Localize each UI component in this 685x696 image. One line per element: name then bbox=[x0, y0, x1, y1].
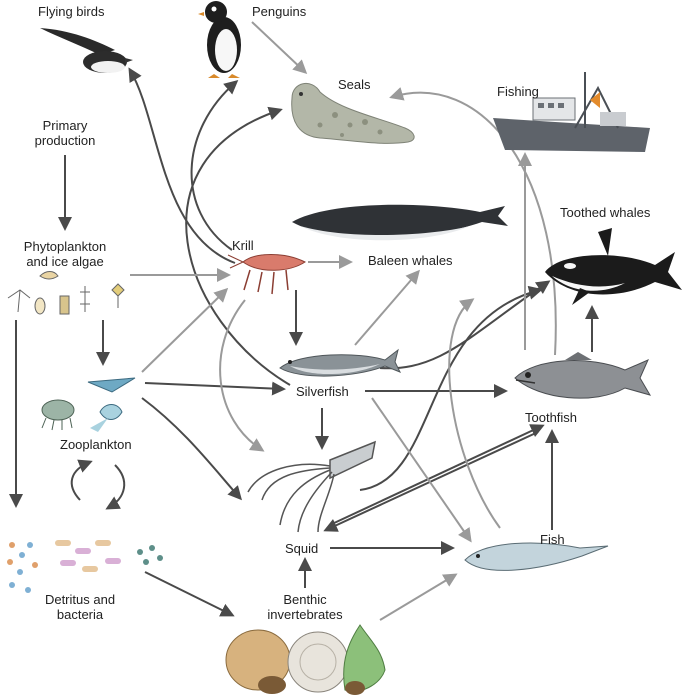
arrow-squid-to-toothfish bbox=[331, 424, 545, 525]
label-benthic-line2: invertebrates bbox=[267, 607, 343, 622]
label-squid: Squid bbox=[285, 541, 319, 556]
label-fish: Fish bbox=[540, 532, 565, 547]
arrow-krill-to-flying-birds bbox=[128, 67, 236, 264]
arrow-krill-to-squid bbox=[219, 299, 265, 452]
label-flying-birds: Flying birds bbox=[38, 4, 105, 19]
fish-icon bbox=[464, 542, 609, 571]
krill-icon bbox=[227, 254, 306, 295]
label-krill: Krill bbox=[232, 238, 254, 253]
label-primary-production-line1: Primary bbox=[42, 118, 88, 133]
detritus-icon bbox=[7, 540, 163, 593]
arrow-penguins-to-seals bbox=[251, 21, 308, 75]
arrow-detritus-to-benthic bbox=[144, 571, 235, 617]
label-fishing: Fishing bbox=[497, 84, 539, 99]
label-detritus-line2: bacteria bbox=[56, 607, 104, 622]
label-toothed-whales: Toothed whales bbox=[560, 205, 651, 220]
label-seals: Seals bbox=[338, 77, 371, 92]
label-detritus-line1: Detritus and bbox=[44, 592, 116, 607]
arrow-detritus-cycle-a bbox=[70, 459, 93, 501]
seal-icon bbox=[291, 83, 415, 144]
label-benthic-line1: Benthic bbox=[283, 592, 327, 607]
arrow-detritus-cycle-b bbox=[105, 464, 126, 510]
label-phytoplankton: Phytoplankton and ice algae bbox=[12, 239, 118, 269]
arrow-silverfish-to-toothed-whales bbox=[379, 280, 551, 370]
label-primary-production-line2: production bbox=[34, 133, 96, 148]
arrow-squid-to-toothed-whales bbox=[359, 285, 543, 491]
arrow-silverfish-to-baleen bbox=[354, 269, 420, 346]
arrow-zooplankton-to-krill bbox=[141, 287, 229, 373]
label-phytoplankton-line1: Phytoplankton bbox=[23, 239, 107, 254]
arrow-toothfish-to-squid bbox=[323, 431, 539, 532]
label-primary-production: Primary production bbox=[22, 118, 108, 148]
label-toothfish: Toothfish bbox=[525, 410, 578, 425]
label-baleen-whales: Baleen whales bbox=[368, 253, 453, 268]
label-penguins: Penguins bbox=[252, 4, 307, 19]
baleen-whale-icon bbox=[292, 204, 508, 241]
phytoplankton-icon bbox=[7, 271, 125, 315]
label-zooplankton: Zooplankton bbox=[60, 437, 132, 452]
squid-icon bbox=[247, 440, 376, 533]
arrow-fish-to-toothed-whales bbox=[448, 298, 501, 529]
label-benthic: Benthic invertebrates bbox=[255, 592, 355, 622]
label-phytoplankton-line2: and ice algae bbox=[26, 254, 104, 269]
label-silverfish: Silverfish bbox=[296, 384, 349, 399]
arrows bbox=[9, 21, 599, 621]
penguin-icon bbox=[198, 1, 241, 78]
arrow-silverfish-to-seals bbox=[185, 106, 291, 386]
silverfish-icon bbox=[279, 348, 402, 377]
zooplankton-icon bbox=[41, 377, 136, 432]
benthic-invertebrates-icon bbox=[225, 624, 386, 695]
arrow-zooplankton-to-silverfish bbox=[144, 381, 286, 396]
arrow-zooplankton-to-squid bbox=[141, 397, 242, 501]
label-detritus: Detritus and bacteria bbox=[30, 592, 130, 622]
arrow-krill-to-penguins bbox=[190, 80, 239, 251]
arrow-benthic-to-fish bbox=[379, 573, 458, 621]
flying-bird-icon bbox=[40, 28, 133, 73]
orca-icon bbox=[545, 228, 682, 305]
fishing-vessel-icon bbox=[493, 72, 650, 152]
toothfish-icon bbox=[514, 352, 652, 399]
arrow-silverfish-to-fish bbox=[371, 397, 472, 543]
